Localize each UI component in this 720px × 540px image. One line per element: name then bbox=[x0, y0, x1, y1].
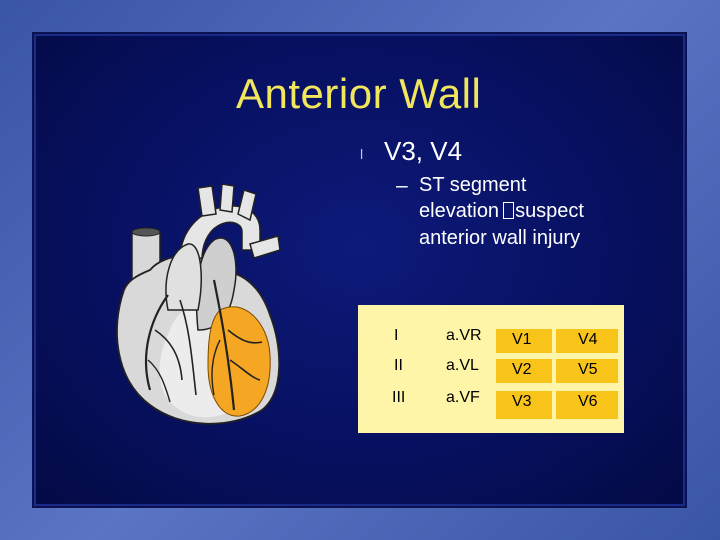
lead-V2: V2 bbox=[496, 359, 552, 383]
lead-V4: V4 bbox=[556, 329, 618, 353]
lead-V5: V5 bbox=[556, 359, 618, 383]
sub-bullet-line-1: ST segment bbox=[419, 174, 527, 196]
lead-III: III bbox=[392, 389, 406, 406]
lead-aVL: a.VL bbox=[446, 357, 479, 374]
lead-II: II bbox=[394, 357, 403, 374]
lead-aVF: a.VF bbox=[446, 389, 480, 406]
sub-bullet-line-3: anterior wall injury bbox=[419, 227, 581, 249]
heart-anatomy-icon bbox=[116, 183, 281, 425]
lead-V6: V6 bbox=[556, 391, 618, 419]
sub-bullet-dash: – bbox=[396, 174, 408, 197]
sub-bullet-line-2-end: suspect bbox=[515, 200, 584, 222]
bullet-marker: l bbox=[360, 146, 364, 162]
sub-bullet-line-2: elevation suspect bbox=[419, 200, 584, 223]
lead-aVR: a.VR bbox=[446, 327, 482, 344]
missing-glyph-icon bbox=[503, 202, 515, 219]
ecg-leads-table: I a.VR V1 V4 II a.VL V2 V5 III a.VF V3 V… bbox=[358, 305, 624, 433]
lead-V3: V3 bbox=[496, 391, 552, 419]
lead-I: I bbox=[394, 327, 399, 344]
sub-bullet-line-2-start: elevation bbox=[419, 200, 500, 222]
lead-V1: V1 bbox=[496, 329, 552, 353]
slide-title: Anterior Wall bbox=[236, 70, 482, 117]
bullet-leads: V3, V4 bbox=[384, 136, 463, 166]
